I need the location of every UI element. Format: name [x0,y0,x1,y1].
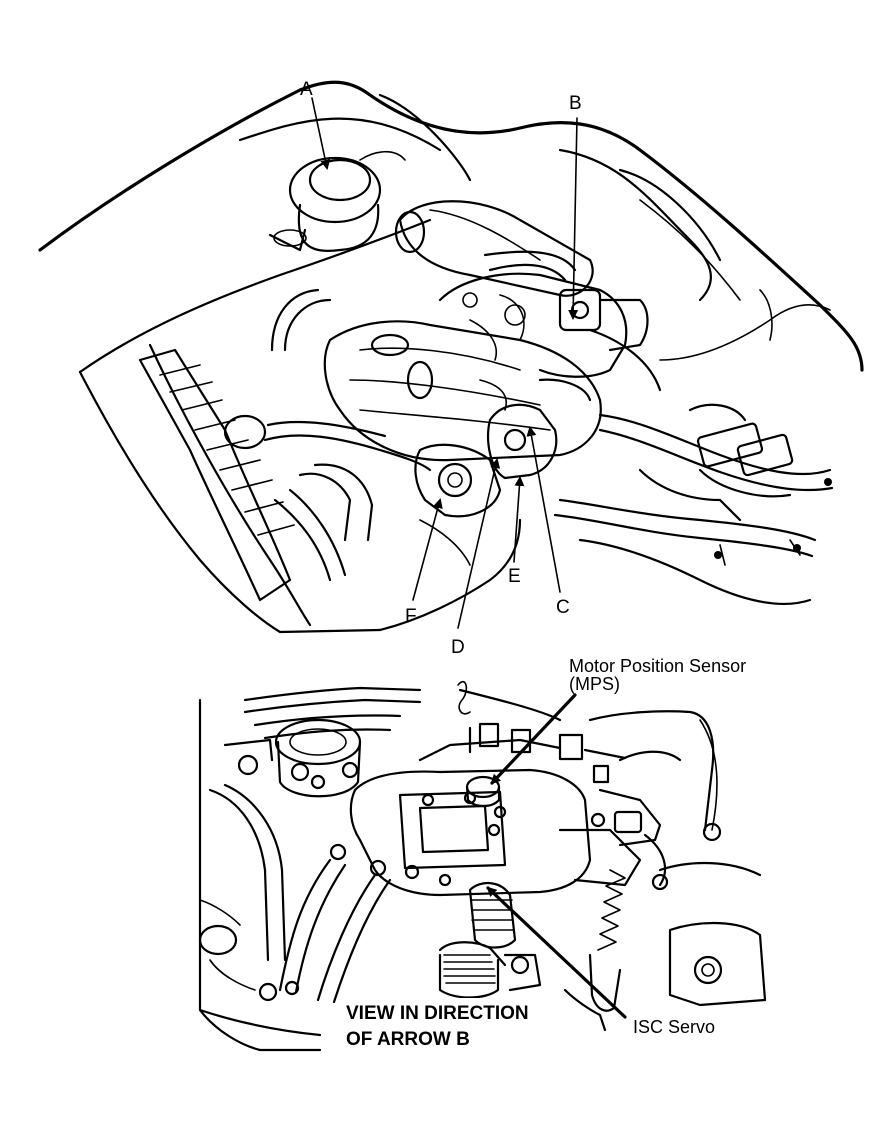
engine-bay-illustration [38,80,864,634]
label-a: A [300,79,313,100]
top-callout-leaders [311,97,579,629]
caption-background [342,998,566,1050]
throttle-body-closeup-illustration [198,680,767,1052]
view-caption-line1: VIEW IN DIRECTION [346,1003,529,1024]
view-caption-line2: OF ARROW B [346,1029,470,1050]
isc-servo-label: ISC Servo [633,1017,715,1037]
bottom-callout-leaders [486,693,627,1019]
mps-label-line1: Motor Position Sensor [569,656,746,676]
label-d: D [451,637,465,658]
label-e: E [508,566,521,587]
label-f: F [405,606,417,627]
label-b: B [569,93,582,114]
label-c: C [556,597,570,618]
mps-label-line2: (MPS) [569,674,620,694]
